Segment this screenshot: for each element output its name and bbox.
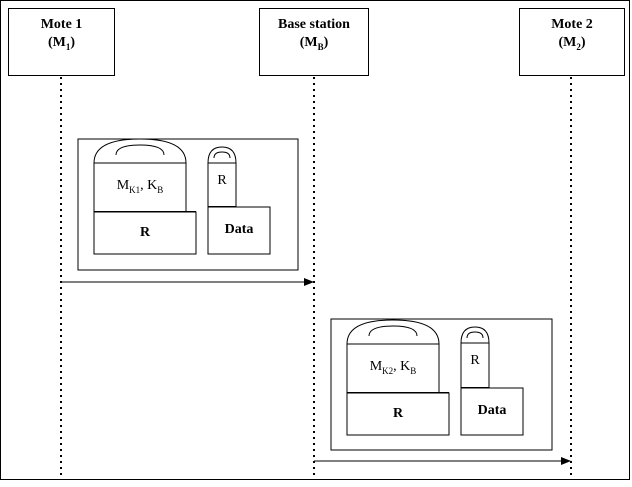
message-1-big-lock-body	[93, 162, 187, 213]
message-1-data-label: Data	[224, 222, 254, 237]
actor-mote-2: Mote 2 (M2)	[519, 8, 625, 76]
message-1-r-block	[93, 211, 197, 255]
message-1-small-lock-shackle-icon	[207, 146, 237, 164]
actor-base-station-id: (MB)	[299, 35, 329, 52]
actor-mote-1-id: (M1)	[47, 35, 76, 52]
message-2-small-lock-shackle-icon	[460, 326, 490, 344]
actor-mote-2-name: Mote 2	[551, 17, 593, 32]
message-2-r-label: R	[392, 406, 404, 421]
actor-base-station: Base station (MB)	[259, 8, 369, 76]
message-1-r-label: R	[139, 225, 151, 240]
message-1-big-lock-shackle-icon	[93, 138, 187, 164]
message-1-package	[77, 138, 299, 271]
message-2-data-label: Data	[477, 403, 507, 418]
message-1-key-label: MK1, KB	[116, 178, 164, 195]
message-2-small-lock-body	[460, 342, 490, 389]
message-1-small-lock-label: R	[217, 173, 227, 188]
actor-mote-1-name: Mote 1	[40, 17, 83, 32]
actor-mote-2-id: (M2)	[558, 35, 586, 52]
message-2-small-lock-label: R	[470, 353, 480, 368]
actor-mote-1: Mote 1 (M1)	[8, 8, 115, 76]
message-2-package	[330, 318, 553, 451]
actor-base-station-name: Base station	[278, 17, 350, 32]
message-2-key-label: MK2, KB	[369, 359, 417, 376]
message-2-big-lock-shackle-icon	[346, 319, 440, 345]
message-2-big-lock-body	[346, 343, 440, 394]
message-1-data-block	[207, 206, 271, 255]
message-2-data-block	[460, 387, 524, 436]
message-1-small-lock-body	[207, 162, 237, 208]
message-2-r-block	[346, 392, 450, 436]
